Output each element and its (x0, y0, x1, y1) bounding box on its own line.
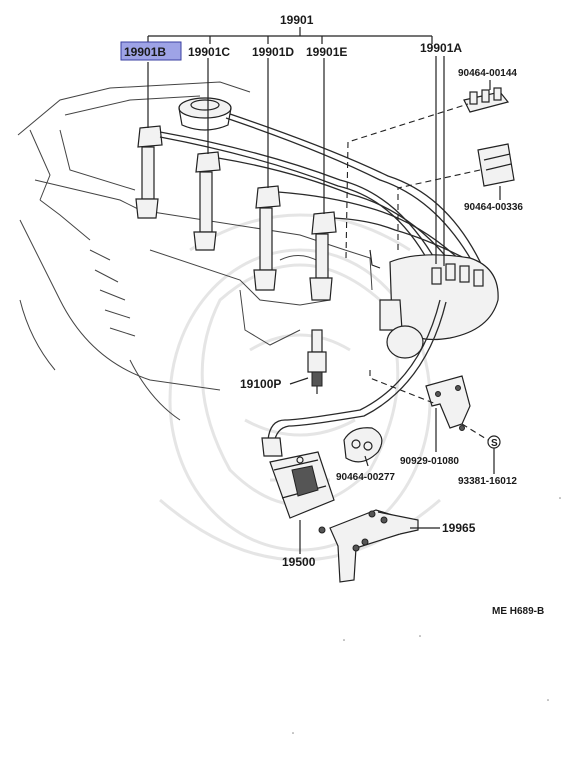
label-19901b[interactable]: 19901B (124, 45, 166, 59)
dashed-assembly-lines (345, 103, 489, 441)
plug-boot-b (135, 125, 163, 219)
engine-block-outline (17, 81, 373, 421)
label-washer[interactable]: 93381-16012 (458, 476, 517, 487)
oil-filler-cap (178, 97, 232, 131)
label-19901c[interactable]: 19901C (188, 45, 230, 59)
ignition-wires (159, 113, 485, 273)
wire-clamp-bottom (343, 427, 383, 463)
svg-text:S: S (491, 438, 498, 449)
wire-clamp-mid (477, 143, 515, 187)
label-19901a[interactable]: 19901A (420, 41, 462, 55)
label-clamp-top[interactable]: 90464-00144 (458, 68, 517, 79)
part-labels: 19901 19901B 19901C 19901D 19901E 19901A… (120, 13, 544, 617)
label-bracket[interactable]: 19965 (442, 521, 476, 535)
label-clamp-bottom[interactable]: 90464-00277 (336, 472, 395, 483)
washer-symbol: S (487, 435, 501, 449)
bracket (318, 509, 419, 583)
plug-boot-c (193, 151, 221, 251)
label-19901d[interactable]: 19901D (252, 45, 294, 59)
coil-wire (261, 299, 447, 457)
spark-plug (307, 329, 327, 394)
plug-boot-e (309, 211, 337, 301)
igniter (269, 451, 335, 519)
diagram-code: ME H689-B (492, 606, 544, 617)
label-clamp-mid[interactable]: 90464-00336 (464, 202, 523, 213)
label-19901[interactable]: 19901 (280, 13, 314, 27)
plug-boot-d (253, 185, 281, 291)
leader-lines (147, 27, 501, 554)
label-igniter[interactable]: 19500 (282, 555, 316, 569)
distributor-bracket (425, 375, 471, 431)
wire-clamp-top (463, 87, 510, 113)
scan-specks (292, 497, 561, 734)
label-19901e[interactable]: 19901E (306, 45, 347, 59)
highlight-box (120, 41, 182, 61)
label-spark-plug[interactable]: 19100P (240, 377, 281, 391)
distributor (369, 249, 499, 359)
label-bolt[interactable]: 90929-01080 (400, 456, 459, 467)
